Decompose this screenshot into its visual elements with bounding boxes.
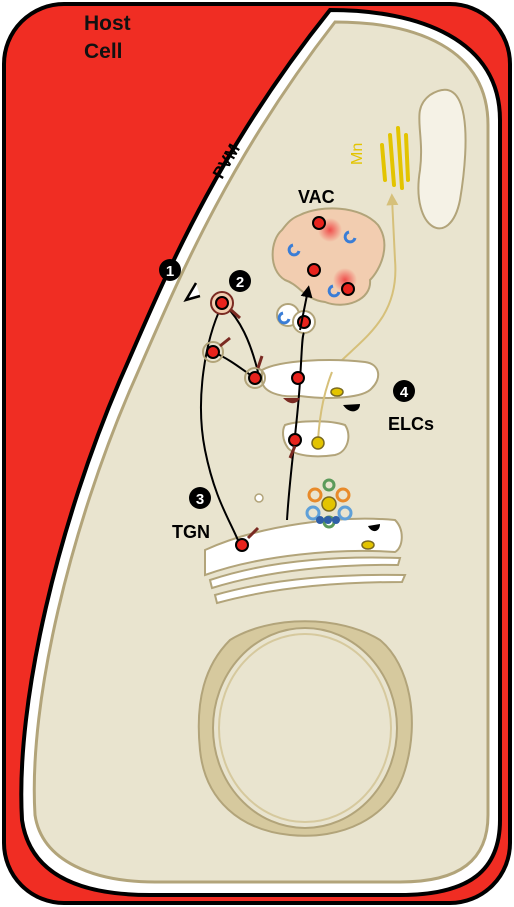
microneme-label: Mn xyxy=(349,143,366,165)
step-badge-2: 2 xyxy=(229,270,251,292)
apical-organelle xyxy=(418,90,465,229)
host-cell-label-line2: Cell xyxy=(84,40,123,63)
step-badge-1: 1 xyxy=(159,259,181,281)
nucleus xyxy=(213,628,397,828)
svg-text:2: 2 xyxy=(236,274,244,291)
svg-text:4: 4 xyxy=(400,384,409,401)
tgn-vesicle xyxy=(255,494,263,502)
step-badge-3: 3 xyxy=(189,487,211,509)
step-badge-4: 4 xyxy=(393,380,415,402)
elc-upper xyxy=(262,360,378,398)
host-cell-label-line1: Host xyxy=(84,12,131,35)
elcs-label: ELCs xyxy=(388,414,434,434)
svg-text:3: 3 xyxy=(196,491,204,508)
tgn-label: TGN xyxy=(172,522,210,542)
svg-text:1: 1 xyxy=(166,263,174,280)
vac-label: VAC xyxy=(298,187,335,207)
